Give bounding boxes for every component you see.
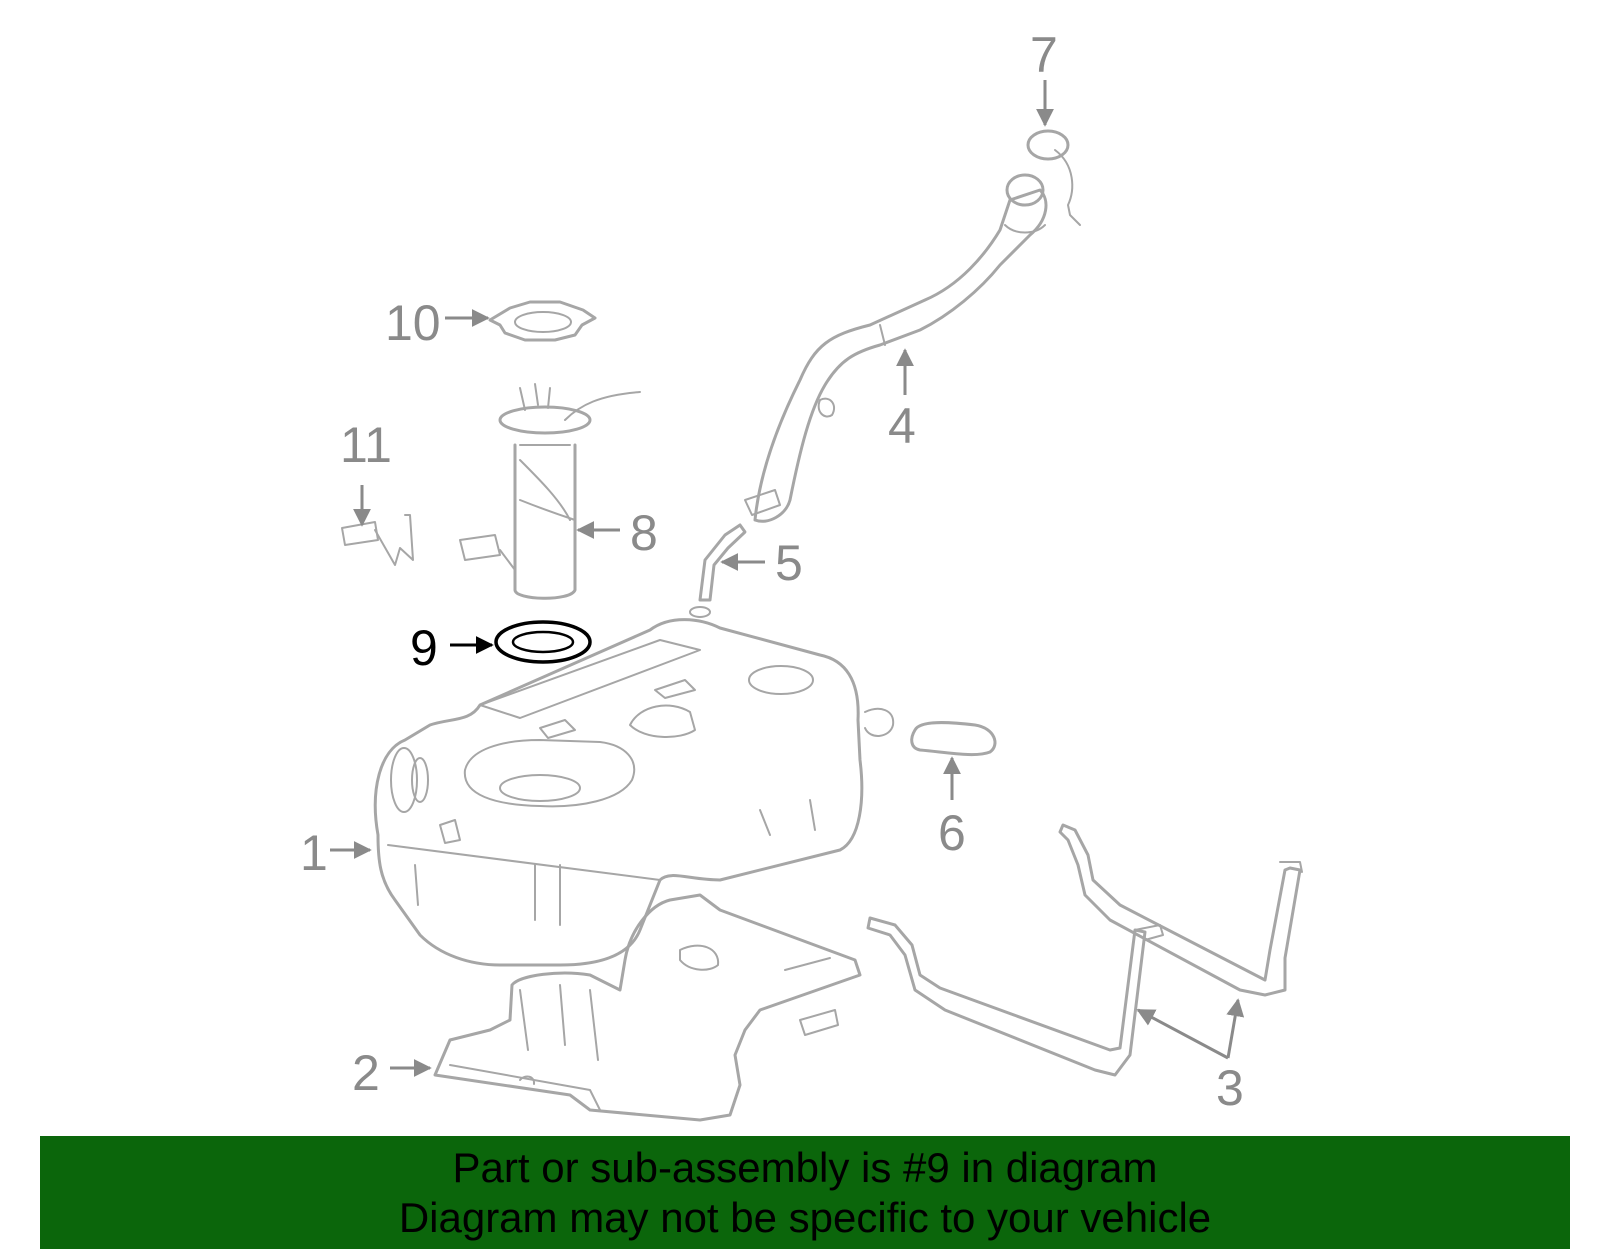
callout-labels: 1 2 3 4 5 6 7 8 9 10 11 — [300, 27, 1244, 1116]
callout-7: 7 — [1030, 27, 1058, 83]
bracket-part — [341, 514, 414, 566]
lock-ring-part — [488, 300, 597, 342]
fuel-pump-part — [459, 383, 641, 600]
filler-cap-part — [1026, 129, 1081, 226]
hose-part — [910, 721, 997, 757]
callout-8: 8 — [630, 505, 658, 561]
callout-4: 4 — [888, 398, 916, 454]
filler-pipe-part — [744, 173, 1048, 523]
callout-2: 2 — [352, 1045, 380, 1101]
callout-9: 9 — [410, 620, 438, 676]
callout-5: 5 — [775, 535, 803, 591]
callout-6: 6 — [938, 805, 966, 861]
arrow-3b — [1226, 998, 1245, 1059]
callout-3: 3 — [1216, 1060, 1244, 1116]
callout-arrows — [330, 80, 1245, 1077]
vent-hose-part — [698, 523, 747, 602]
info-banner: Part or sub-assembly is #9 in diagram Di… — [40, 1136, 1570, 1249]
banner-line-disclaimer: Diagram may not be specific to your vehi… — [398, 1193, 1212, 1241]
tank-straps-part — [866, 823, 1303, 1077]
banner-line-part-number: Part or sub-assembly is #9 in diagram — [452, 1143, 1158, 1191]
arrow-3a — [1136, 1008, 1229, 1060]
heat-shield-part — [433, 893, 862, 1122]
callout-11: 11 — [340, 417, 392, 473]
fuel-tank-part — [373, 606, 895, 967]
callout-10: 10 — [385, 295, 441, 351]
callout-1: 1 — [300, 825, 328, 881]
seal-ring-part — [494, 620, 592, 664]
